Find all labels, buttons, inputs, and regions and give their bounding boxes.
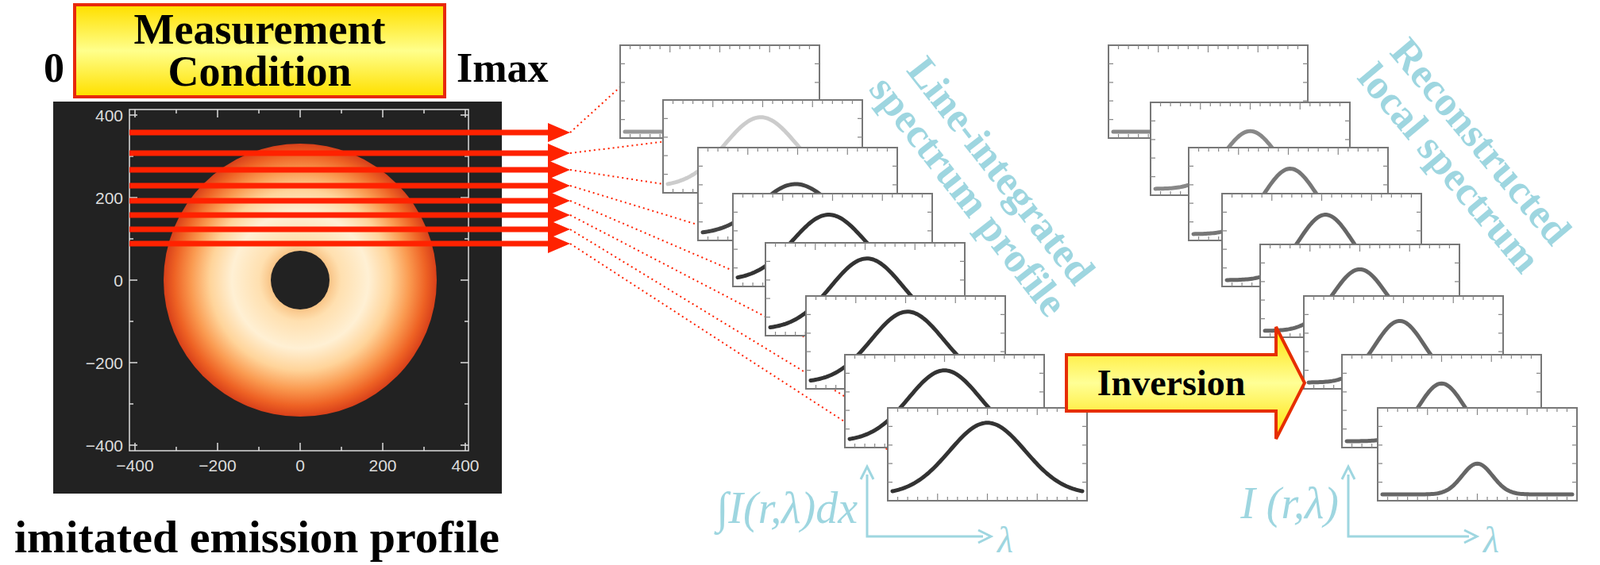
axis-label: λ: [997, 522, 1014, 560]
sight-arrowhead: [547, 234, 571, 254]
tick-label: 400: [451, 457, 479, 475]
sight-arrowhead: [547, 176, 571, 196]
sight-arrowhead: [547, 160, 571, 180]
condition-box: Measurement Condition: [73, 3, 447, 99]
integrated-axes: [860, 466, 991, 544]
sight-line: [129, 183, 553, 189]
sight-line: [129, 198, 553, 205]
sight-line: [129, 241, 553, 247]
scale-min: 0: [43, 47, 65, 89]
spectrum-curve: [1382, 463, 1573, 495]
node-text: Measurement Condition: [134, 8, 386, 93]
axis-line: [1348, 474, 1469, 537]
sight-line: [129, 130, 553, 136]
sight-line: [129, 150, 553, 157]
sight-leader: [570, 142, 664, 154]
node-text: Inversion: [1066, 354, 1277, 412]
axis-line: [867, 474, 984, 537]
local-axes: [1341, 466, 1477, 544]
axis-formula: I (r,λ): [1240, 481, 1339, 526]
ring-hole: [270, 250, 330, 310]
axis-arrowhead: [978, 530, 991, 544]
axis-label: λ: [1483, 522, 1500, 560]
sight-arrowhead: [547, 143, 571, 163]
tick-label: 200: [95, 189, 124, 207]
sight-line: [129, 227, 553, 233]
image-caption: imitated emission profile: [14, 514, 500, 561]
sight-leader: [570, 87, 621, 133]
tick-label: −200: [198, 457, 236, 475]
spectrum-frame: [1377, 408, 1577, 502]
sight-line: [129, 212, 553, 219]
tick-label: 0: [295, 457, 305, 475]
plot-ticks: [129, 109, 469, 452]
spectrum-curve: [892, 423, 1083, 492]
image-background: [53, 101, 502, 494]
axis-arrowhead: [860, 466, 874, 480]
tick-label: −400: [85, 437, 124, 455]
frame-ticks: [1377, 408, 1577, 502]
frame-ticks: [887, 408, 1088, 502]
tick-label: 0: [113, 272, 124, 290]
tick-label: −200: [85, 354, 124, 372]
frame-box: [887, 408, 1088, 502]
frame-box: [1377, 408, 1577, 502]
axis-arrowhead: [1341, 466, 1355, 480]
tick-label: −400: [115, 457, 154, 475]
sight-arrowhead: [547, 123, 571, 143]
reconstructed-stack: [1108, 45, 1577, 502]
inversion-arrow: Inversion: [1064, 324, 1307, 442]
spectrum-frame: [887, 408, 1088, 502]
sight-line: [129, 167, 553, 174]
stack-title: Line-integrated spectrum profile: [836, 11, 1132, 356]
plot-frame: [129, 109, 469, 452]
tick-label: 200: [368, 457, 397, 475]
axis-arrowhead: [1464, 530, 1477, 544]
axis-formula: ∫I(r,λ)dx: [716, 485, 858, 531]
tick-label: 400: [95, 107, 124, 124]
arrow-outline: [1066, 327, 1305, 440]
stack-title: Reconstructed local spectrum: [1336, 12, 1594, 297]
scale-max: Imax: [456, 47, 549, 89]
